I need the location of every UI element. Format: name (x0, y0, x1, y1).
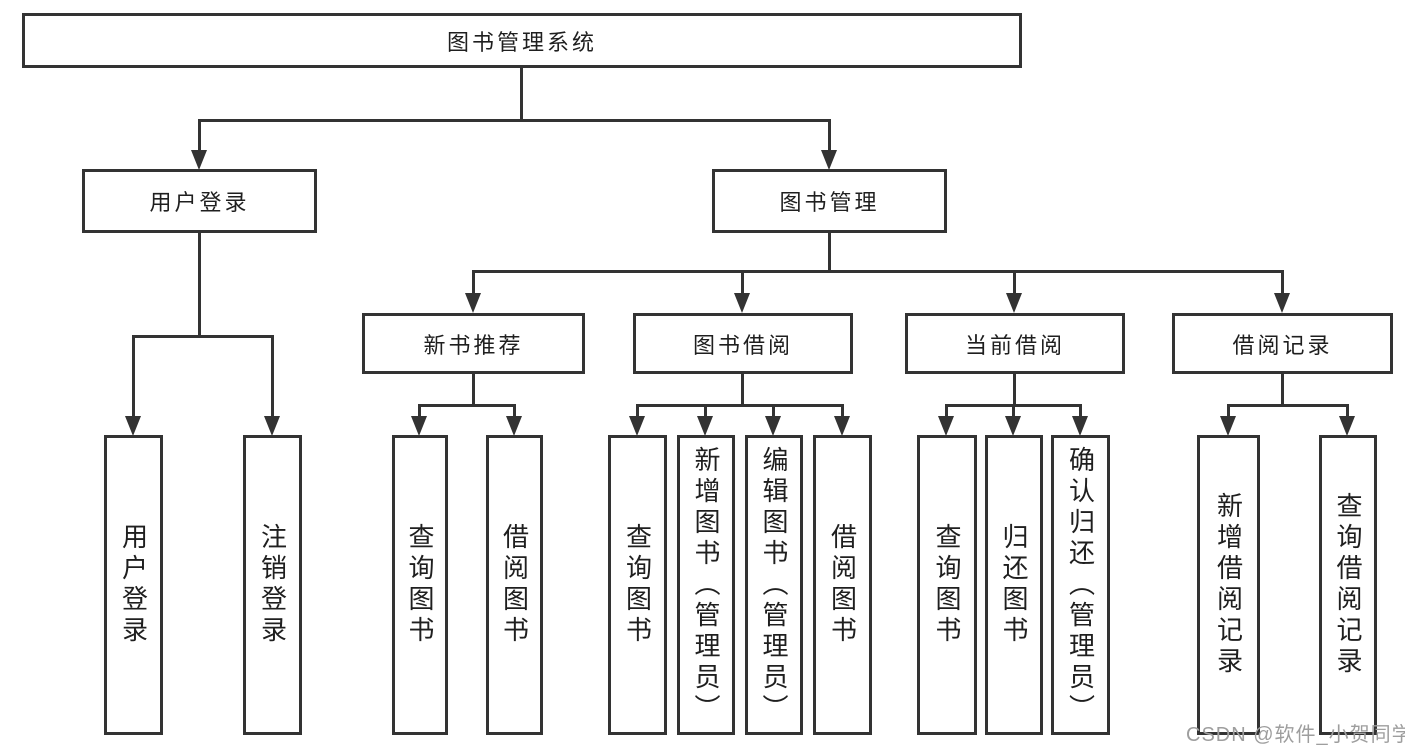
leaf-edit-books-admin-label: 编辑图书（管理员） (759, 445, 789, 725)
connector-stem-current-borrowing (1013, 374, 1016, 406)
connector-drop (513, 404, 516, 418)
leaf-add-books-admin-label: 新增图书（管理员） (691, 445, 721, 725)
leaf-borrow-books-label: 借阅图书 (827, 523, 858, 647)
connector-drop (636, 404, 639, 418)
leaf-confirm-return-admin: 确认归还（管理员） (1051, 435, 1110, 735)
arrow-down (506, 416, 522, 436)
connector-rail-book-borrowing (636, 404, 844, 407)
leaf-logout: 注销登录 (243, 435, 302, 735)
connector-stem-new-book (472, 374, 475, 406)
node-current-borrowing: 当前借阅 (905, 313, 1125, 374)
leaf-add-borrow-record: 新增借阅记录 (1197, 435, 1260, 735)
connector-level2-rail (198, 119, 831, 122)
connector-rail-new-book (418, 404, 516, 407)
arrow-down-book-management (821, 150, 837, 170)
arrow-down (1005, 416, 1021, 436)
leaf-borrow-books-recommend: 借阅图书 (486, 435, 543, 735)
leaf-return-books: 归还图书 (985, 435, 1043, 735)
leaf-query-books-recommend-label: 查询图书 (405, 523, 435, 647)
leaf-return-books-label: 归还图书 (999, 523, 1029, 647)
leaf-query-books-borrowing: 查询图书 (608, 435, 667, 735)
connector-drop-book-management (828, 119, 831, 153)
leaf-query-books-current: 查询图书 (917, 435, 977, 735)
leaf-query-borrow-record: 查询借阅记录 (1319, 435, 1377, 735)
arrow-down (1220, 416, 1236, 436)
leaf-query-books-borrowing-label: 查询图书 (622, 523, 653, 647)
connector-drop (1012, 404, 1015, 418)
node-new-book-recommendation: 新书推荐 (362, 313, 585, 374)
node-book-management: 图书管理 (712, 169, 947, 233)
leaf-user-login-label: 用户登录 (118, 523, 149, 647)
connector-drop-leaf-logout (271, 335, 274, 418)
node-borrowing-records: 借阅记录 (1172, 313, 1393, 374)
connector-book-management-stem (828, 233, 831, 272)
arrow-down (629, 416, 645, 436)
connector-drop (1227, 404, 1230, 418)
arrow-down-new-book (465, 293, 481, 313)
leaf-query-books-current-label: 查询图书 (932, 523, 962, 647)
connector-drop-leaf-user-login (132, 335, 135, 418)
leaf-add-books-admin: 新增图书（管理员） (677, 435, 735, 735)
connector-stem-book-borrowing (741, 374, 744, 406)
connector-drop-book-borrowing (741, 270, 744, 296)
arrow-down-leaf-user-login (125, 416, 141, 436)
connector-drop (841, 404, 844, 418)
connector-stem-borrowing-records (1281, 373, 1284, 406)
connector-drop (1079, 404, 1082, 418)
leaf-edit-books-admin: 编辑图书（管理员） (745, 435, 803, 735)
arrow-down (1072, 416, 1088, 436)
leaf-query-books-recommend: 查询图书 (392, 435, 448, 735)
leaf-borrow-books-recommend-label: 借阅图书 (499, 523, 530, 647)
leaf-query-borrow-record-label: 查询借阅记录 (1333, 492, 1363, 678)
arrow-down (938, 416, 954, 436)
csdn-watermark: CSDN @软件_小贺同学 (1186, 724, 1405, 746)
arrow-down (697, 416, 713, 436)
arrow-down-book-borrowing (734, 293, 750, 313)
connector-level3-rail (472, 270, 1284, 273)
arrow-down (1339, 416, 1355, 436)
connector-drop-borrowing-records (1281, 270, 1284, 296)
node-book-borrowing: 图书借阅 (633, 313, 853, 374)
connector-rail-borrowing-records (1227, 404, 1349, 407)
connector-root-stem (520, 68, 523, 121)
arrow-down-current-borrowing (1006, 293, 1022, 313)
leaf-confirm-return-admin-label: 确认归还（管理员） (1065, 445, 1096, 725)
arrow-down-user-login (191, 150, 207, 170)
arrow-down-leaf-logout (264, 416, 280, 436)
connector-drop (772, 404, 775, 418)
connector-drop-new-book (472, 270, 475, 296)
connector-user-login-stem (198, 233, 201, 337)
node-library-management-system: 图书管理系统 (22, 13, 1022, 68)
connector-drop (945, 404, 948, 418)
leaf-logout-label: 注销登录 (257, 523, 288, 647)
leaf-borrow-books: 借阅图书 (813, 435, 872, 735)
arrow-down (834, 416, 850, 436)
leaf-add-borrow-record-label: 新增借阅记录 (1213, 492, 1244, 678)
arrow-down-borrowing-records (1274, 293, 1290, 313)
connector-drop (1346, 404, 1349, 418)
node-user-login: 用户登录 (82, 169, 317, 233)
connector-drop (704, 404, 707, 418)
connector-user-login-rail (132, 335, 274, 338)
connector-drop-current-borrowing (1013, 270, 1016, 296)
arrow-down (411, 416, 427, 436)
leaf-user-login: 用户登录 (104, 435, 163, 735)
arrow-down (765, 416, 781, 436)
connector-drop (418, 404, 421, 418)
connector-drop-user-login (198, 119, 201, 153)
